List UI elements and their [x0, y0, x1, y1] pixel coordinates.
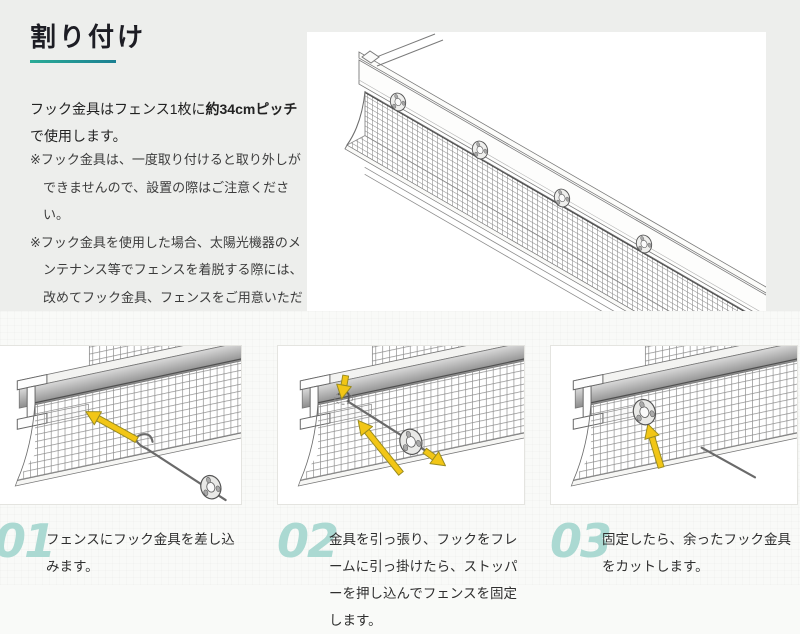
mesh-face — [318, 347, 524, 455]
mesh-face — [591, 347, 797, 455]
stopper-disc — [553, 188, 571, 208]
pull-arrow — [357, 419, 404, 476]
steps-section: 01 フェンスにフック金具を差し込みます。 — [0, 311, 800, 628]
step-3-number: 03 — [550, 514, 612, 568]
mesh-flare — [300, 398, 524, 481]
step-3-illustration — [570, 346, 797, 487]
mesh-flare — [573, 398, 797, 481]
step-2-illustration-box — [277, 345, 525, 505]
overview-section: 割り付け フック金具はフェンス1枚に約34cmピッチで使用します。 ※フック金具… — [0, 0, 800, 332]
push-down-arrow — [336, 374, 352, 400]
insert-arrow — [85, 411, 139, 443]
panel-corner — [361, 33, 444, 67]
mesh-far-wall — [372, 346, 524, 368]
title-underline — [30, 60, 116, 63]
intro-post: で使用します。 — [30, 128, 127, 144]
mesh-flare — [17, 398, 241, 481]
step-1-caption-row: 01 フェンスにフック金具を差し込みます。 — [0, 516, 242, 580]
page-title: 割り付け — [30, 22, 147, 52]
fixed-arrow — [644, 423, 665, 469]
step-2-caption-row: 02 金具を引っ張り、フックをフレームに引っ掛けたら、ストッパーを押し込んでフェ… — [277, 516, 525, 634]
cut-wire — [700, 446, 757, 479]
step-3-illustration-box — [550, 345, 798, 505]
stopper-disc — [471, 140, 489, 160]
note-item: ※フック金具は、一度取り付けると取り外しができませんので、設置の際はご注意くださ… — [30, 146, 310, 229]
fence-overview-illustration — [344, 33, 766, 313]
step-1-caption: フェンスにフック金具を差し込みます。 — [46, 532, 235, 574]
stopper-disc — [200, 474, 222, 500]
overview-illustration-box — [307, 32, 766, 313]
step-1-number: 01 — [0, 514, 56, 568]
note-text: フック金具は、一度取り付けると取り外しができませんので、設置の際はご注意ください… — [40, 152, 301, 222]
stopper-disc — [635, 234, 653, 254]
note-marker: ※ — [30, 152, 41, 167]
intro-pitch-bold: 約34cmピッチ — [205, 101, 298, 117]
step-3-caption-row: 03 固定したら、余ったフック金具をカットします。 — [550, 516, 798, 580]
push-in-arrow — [422, 447, 446, 467]
notes-list: ※フック金具は、一度取り付けると取り外しができませんので、設置の際はご注意くださ… — [30, 146, 310, 339]
mesh-far-wall — [89, 346, 241, 368]
step-3-caption: 固定したら、余ったフック金具をカットします。 — [602, 532, 791, 574]
mesh-face — [35, 347, 241, 455]
lower-frame-line — [364, 166, 766, 313]
mesh-far-wall — [645, 346, 797, 368]
step-2: 02 金具を引っ張り、フックをフレームに引っ掛けたら、ストッパーを押し込んでフェ… — [277, 311, 525, 634]
step-2-number: 02 — [277, 514, 339, 568]
step-1: 01 フェンスにフック金具を差し込みます。 — [0, 311, 242, 580]
note-marker: ※ — [30, 234, 41, 250]
stopper-disc — [399, 428, 423, 456]
stopper-disc — [389, 92, 407, 112]
step-3: 03 固定したら、余ったフック金具をカットします。 — [550, 311, 798, 580]
stopper-discs — [389, 92, 653, 254]
header-block: 割り付け — [30, 20, 146, 63]
step-2-caption: 金具を引っ張り、フックをフレームに引っ掛けたら、ストッパーを押し込んでフェンスを… — [329, 532, 518, 628]
intro-pre: フック金具はフェンス1枚に — [30, 101, 206, 117]
intro-text: フック金具はフェンス1枚に約34cmピッチで使用します。 — [30, 96, 302, 150]
step-2-illustration — [297, 346, 524, 487]
step-1-illustration-box — [0, 345, 242, 505]
frame-face — [358, 59, 766, 313]
stopper-disc — [632, 398, 657, 426]
panel-edge — [358, 51, 766, 313]
step-1-illustration — [14, 346, 241, 502]
mesh-flare — [346, 135, 766, 313]
